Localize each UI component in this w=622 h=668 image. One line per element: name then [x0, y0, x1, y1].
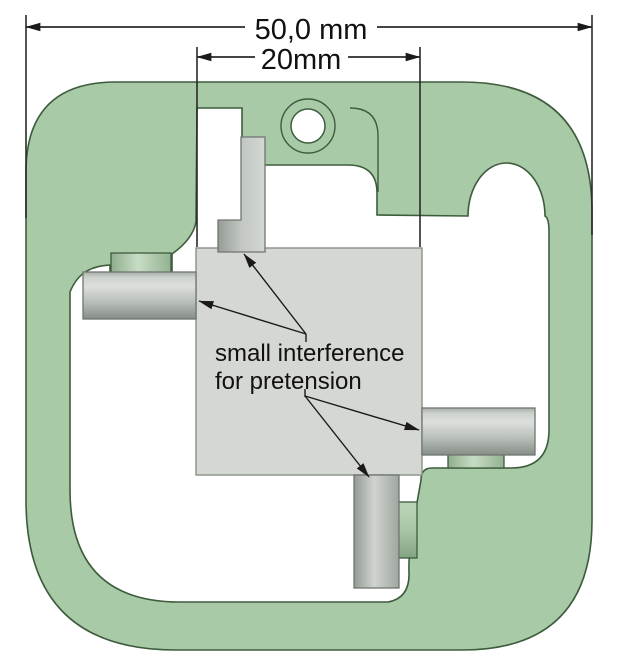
leader-left-roller — [198, 300, 307, 335]
boss-ring — [280, 98, 336, 154]
leader-top-flange — [243, 253, 307, 335]
frame-body — [25, 81, 593, 651]
leader-right-roller — [304, 395, 420, 431]
right-roller — [421, 407, 536, 456]
top-left-flange — [217, 136, 266, 253]
annotation-line1: small interference — [215, 340, 404, 367]
annotation-line2: for pretension — [215, 368, 362, 395]
left-roller — [82, 271, 197, 320]
mounting-hole — [290, 108, 326, 144]
dim-label-overall: 50,0 mm — [255, 14, 368, 46]
dim-label-inner: 20mm — [261, 44, 342, 76]
leader-bottom-flange — [304, 395, 370, 478]
bottom-flange — [353, 474, 400, 589]
tab-step-edge — [349, 107, 379, 192]
central-cube — [195, 247, 423, 476]
